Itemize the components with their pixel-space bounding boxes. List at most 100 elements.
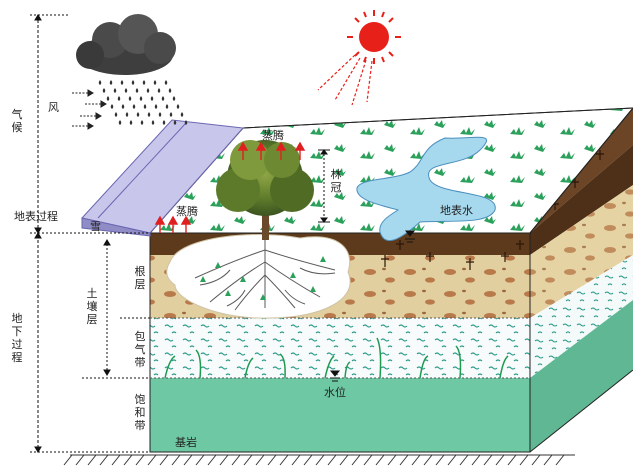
surface-process-label: 地表过程: [14, 210, 58, 223]
rain-drop: [164, 80, 168, 85]
wind-label: 风: [48, 101, 59, 114]
ground-hatch-marks: [63, 454, 565, 466]
hatch-mark: [327, 454, 337, 466]
rain-drop: [125, 112, 129, 117]
rain-drop: [157, 88, 161, 93]
rain-drop: [117, 96, 121, 101]
hatch-mark: [507, 454, 517, 466]
rain-drop: [136, 112, 140, 117]
hatch-mark: [63, 454, 73, 466]
hatch-mark: [315, 454, 325, 466]
rain-drop: [118, 120, 122, 125]
block-side-face: [529, 107, 633, 453]
hatch-mark: [411, 454, 421, 466]
surface-water-label: 地表水: [440, 204, 473, 217]
hatch-mark: [531, 454, 541, 466]
snow-wedge: [81, 119, 245, 237]
hatch-mark: [375, 454, 385, 466]
hatch-mark: [207, 454, 217, 466]
rain-drop: [173, 120, 177, 125]
rain-drop: [180, 112, 184, 117]
water-table-label: 水位: [324, 386, 346, 399]
rain-drop: [158, 112, 162, 117]
climate-label: 气候: [11, 108, 23, 134]
hatch-mark: [483, 454, 493, 466]
hatch-mark: [111, 454, 121, 466]
hatch-mark: [387, 454, 397, 466]
hatch-mark: [135, 454, 145, 466]
rain-drop: [124, 88, 128, 93]
hatch-mark: [183, 454, 193, 466]
rain-drop: [98, 80, 102, 85]
surface-water: [356, 136, 496, 242]
hatch-mark: [231, 454, 241, 466]
hatch-mark: [159, 454, 169, 466]
hatch-mark: [435, 454, 445, 466]
hatch-mark: [363, 454, 373, 466]
hatch-mark: [471, 454, 481, 466]
hatch-mark: [447, 454, 457, 466]
rain-drop: [150, 96, 154, 101]
rain-drop: [139, 96, 143, 101]
rain-drop: [165, 104, 169, 109]
rain-drop: [129, 120, 133, 125]
rain-drop: [140, 120, 144, 125]
rain-drop: [113, 88, 117, 93]
water-table-icon: [329, 230, 416, 382]
cloud-icon: [76, 14, 176, 75]
bedrock-label: 基岩: [175, 436, 197, 449]
evaporation-arrows: [154, 141, 306, 233]
rain-drop: [132, 104, 136, 109]
hatch-mark: [399, 454, 409, 466]
rain-drop: [102, 88, 106, 93]
saturated-zone-label: 饱和带: [134, 393, 146, 432]
root-zone: [166, 234, 351, 319]
rain-drop: [176, 104, 180, 109]
rain-drop: [142, 80, 146, 85]
hatch-mark: [75, 454, 85, 466]
rain-drop: [121, 104, 125, 109]
rain-drop: [162, 120, 166, 125]
hatch-mark: [255, 454, 265, 466]
rain-drop: [147, 112, 151, 117]
hatch-mark: [123, 454, 133, 466]
hatch-mark: [459, 454, 469, 466]
rain-drop: [128, 96, 132, 101]
rain-drop: [143, 104, 147, 109]
rain-drop: [161, 96, 165, 101]
rain-drop: [169, 112, 173, 117]
hatch-mark: [195, 454, 205, 466]
rain-drop: [120, 80, 124, 85]
rain-drop: [151, 120, 155, 125]
hatch-mark: [555, 454, 565, 466]
hatch-mark: [519, 454, 529, 466]
rain-drop: [154, 104, 158, 109]
hatch-mark: [279, 454, 289, 466]
rain-drop: [168, 88, 172, 93]
sun-icon: [347, 10, 401, 64]
rain-drop: [109, 80, 113, 85]
hatch-mark: [147, 454, 157, 466]
sun-rays: [317, 54, 373, 106]
canopy-height-arrow: [318, 149, 330, 223]
hatch-mark: [339, 454, 349, 466]
hatch-mark: [219, 454, 229, 466]
rain-drop: [146, 88, 150, 93]
hatch-mark: [171, 454, 181, 466]
evaporation-top-label: 蒸腾: [262, 129, 284, 142]
hatch-mark: [351, 454, 361, 466]
hatch-mark: [99, 454, 109, 466]
rain-drop: [114, 112, 118, 117]
hatch-mark: [87, 454, 97, 466]
canopy-label: 林冠: [330, 168, 342, 194]
rain-drop: [106, 96, 110, 101]
rain-drop: [135, 88, 139, 93]
hatch-mark: [543, 454, 553, 466]
rain-drop: [172, 96, 176, 101]
hatch-mark: [495, 454, 505, 466]
hatch-mark: [267, 454, 277, 466]
rain-drop: [131, 80, 135, 85]
root-layer-label: 根层: [134, 265, 146, 291]
soil-layer-label: 土壤层: [86, 287, 98, 326]
